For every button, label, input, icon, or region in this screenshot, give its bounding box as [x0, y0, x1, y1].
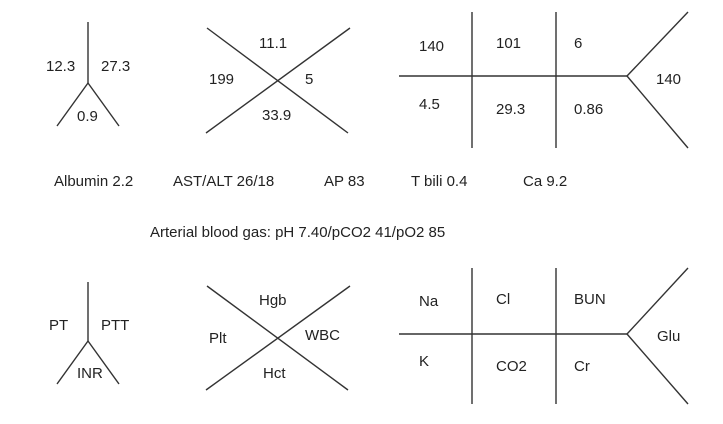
- inr-label: INR: [77, 365, 103, 382]
- albumin-text: Albumin 2.2: [54, 173, 134, 190]
- na-value: 140: [419, 38, 445, 55]
- cl-value: 101: [496, 35, 522, 52]
- inr-value: 0.9: [77, 108, 98, 125]
- coag-right-branch-line: [87, 82, 120, 127]
- hct-label: Hct: [263, 365, 286, 382]
- abg-text: Arterial blood gas: pH 7.40/pCO2 41/pO2 …: [150, 224, 446, 241]
- plt-label: Plt: [209, 330, 227, 347]
- coag-legend-right-branch-line: [87, 340, 120, 385]
- glu-label: Glu: [657, 328, 681, 345]
- k-label: K: [419, 353, 430, 370]
- hct-value: 33.9: [262, 107, 292, 124]
- hgb-label: Hgb: [259, 292, 287, 309]
- cr-value: 0.86: [574, 101, 604, 118]
- plt-value: 199: [209, 71, 235, 88]
- na-label: Na: [419, 293, 439, 310]
- k-value: 4.5: [419, 96, 440, 113]
- wbc-label: WBC: [305, 327, 340, 344]
- bun-value: 6: [574, 35, 583, 52]
- wbc-value: 5: [305, 71, 314, 88]
- ptt-value: 27.3: [101, 58, 131, 75]
- co2-value: 29.3: [496, 101, 526, 118]
- bmp-legend-tail-lower-line: [626, 333, 689, 405]
- bmp-legend-tail-upper-line: [626, 267, 689, 335]
- cbc-legend-diagonal-line-2: [205, 285, 351, 391]
- bmp-tail-lower-line: [626, 75, 689, 149]
- co2-label: CO2: [496, 358, 527, 375]
- cr-label: Cr: [574, 358, 590, 375]
- bmp-tail-upper-line: [626, 11, 689, 77]
- hgb-value: 11.1: [259, 35, 288, 52]
- glu-value: 140: [656, 71, 682, 88]
- ast-alt-text: AST/ALT 26/18: [173, 173, 275, 190]
- ca-text: Ca 9.2: [523, 173, 568, 190]
- coag-left-branch-line: [56, 82, 89, 127]
- ptt-label: PTT: [101, 317, 130, 334]
- ap-text: AP 83: [324, 173, 365, 190]
- bun-label: BUN: [574, 291, 606, 308]
- pt-value: 12.3: [46, 58, 76, 75]
- tbili-text: T bili 0.4: [411, 173, 468, 190]
- pt-label: PT: [49, 317, 69, 334]
- cbc-diagonal-line-2: [205, 27, 351, 134]
- cl-label: Cl: [496, 291, 511, 308]
- coag-legend-left-branch-line: [56, 340, 89, 385]
